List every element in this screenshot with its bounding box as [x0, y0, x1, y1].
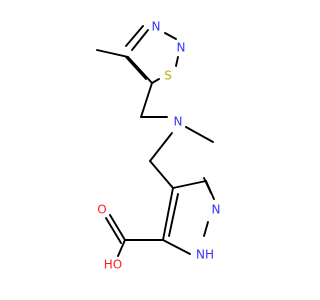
bond	[105, 217, 122, 244]
bond	[172, 180, 207, 189]
bond	[117, 239, 126, 257]
atom-label-nitrogen: N	[174, 115, 183, 129]
bond	[127, 56, 153, 84]
bond	[109, 214, 126, 241]
atom-label-hydroxyl: HO	[104, 258, 122, 272]
molecule-structure: N N S N N NH O HO	[96, 20, 220, 272]
atom-label-sulfur: S	[164, 69, 172, 83]
bond	[125, 56, 147, 80]
bond	[203, 221, 209, 237]
bond	[125, 25, 144, 47]
bond	[149, 160, 174, 189]
bond	[168, 193, 179, 237]
bond	[131, 29, 149, 51]
bond	[175, 56, 179, 67]
bond	[151, 78, 160, 84]
bond	[140, 82, 153, 118]
bond	[149, 132, 173, 162]
atom-label-nitrogen: N	[212, 203, 221, 217]
atom-labels: N N S N N NH O HO	[97, 20, 220, 272]
bond	[164, 32, 177, 40]
atom-label-oxygen: O	[97, 203, 106, 217]
bond	[203, 177, 212, 194]
bonds	[96, 25, 215, 257]
atom-label-nitrogen: N	[152, 20, 161, 34]
bond	[162, 239, 191, 255]
atom-label-nh: NH	[196, 248, 214, 262]
bond	[185, 126, 214, 143]
bond	[162, 187, 174, 241]
atom-label-nitrogen: N	[177, 41, 186, 55]
bond	[96, 49, 129, 58]
